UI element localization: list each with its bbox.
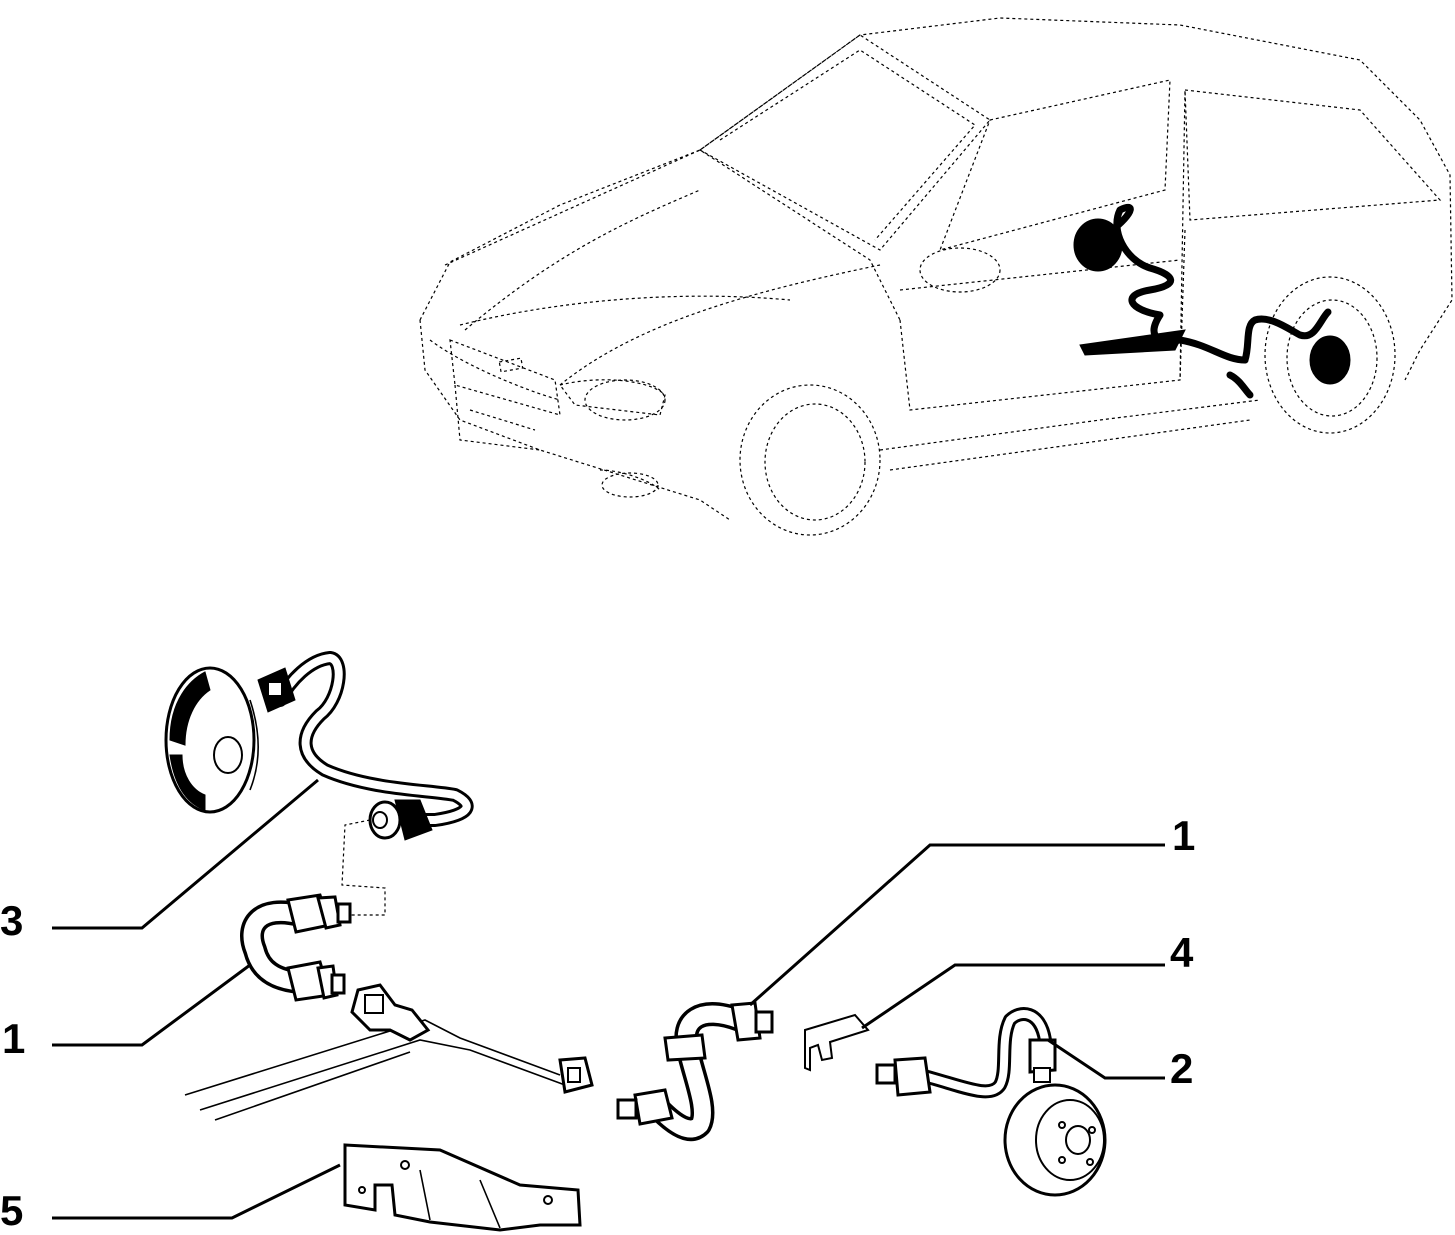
car-outline-illustration — [419, 17, 1453, 536]
callout-1-left: 1 — [2, 1015, 26, 1062]
leader-2 — [1047, 1038, 1165, 1080]
callout-5: 5 — [0, 1187, 24, 1234]
callout-2: 2 — [1170, 1045, 1194, 1092]
part-5-bracket — [343, 1143, 582, 1232]
part-4-clip — [804, 1013, 870, 1072]
callout-3: 3 — [0, 897, 24, 944]
part-1-flexible-hose-left — [240, 893, 352, 1002]
part-1-flexible-hose-right — [616, 1001, 774, 1141]
leader-3 — [52, 778, 319, 930]
leader-1-right — [749, 843, 1165, 1007]
leader-1-left — [52, 963, 251, 1047]
callout-1-right: 1 — [1172, 812, 1196, 859]
leader-4 — [861, 963, 1165, 1030]
brake-line-routing-highlight — [1073, 203, 1351, 399]
part-2-rigid-pipe-assembly — [875, 1007, 1107, 1197]
callout-4: 4 — [1170, 929, 1194, 976]
part-3-rigid-pipe-assembly — [164, 651, 474, 841]
leader-lines — [52, 778, 1165, 1220]
leader-5 — [52, 1163, 341, 1220]
floor-rigid-lines — [184, 983, 594, 1121]
